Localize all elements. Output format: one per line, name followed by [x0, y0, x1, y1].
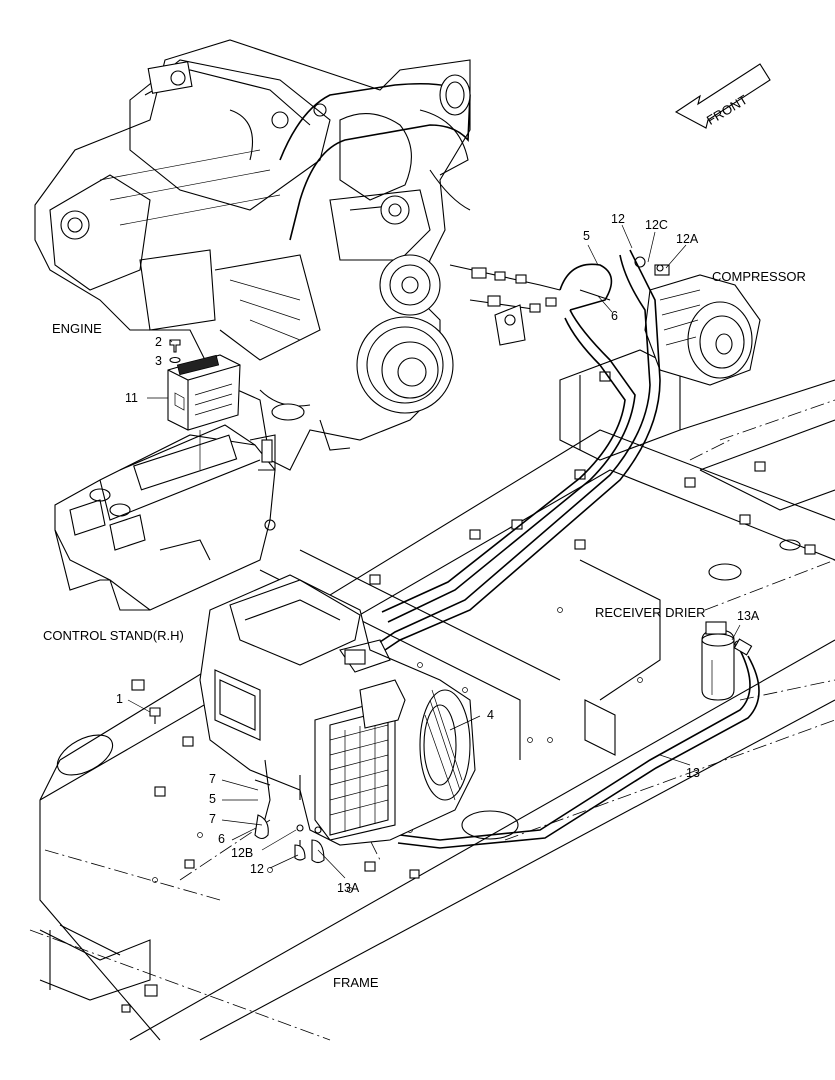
callout-13a-bottom: 13A [337, 881, 360, 895]
callout-11: 11 [125, 391, 138, 405]
callout-12-bottom: 12 [250, 862, 264, 876]
receiver-drier-label: RECEIVER DRIER [595, 605, 706, 620]
compressor-label: COMPRESSOR [712, 269, 806, 284]
frame-label: FRAME [333, 975, 379, 990]
callout-12b: 12B [231, 846, 253, 860]
receiver-drier-drawing [701, 621, 753, 701]
callout-4: 4 [487, 708, 494, 722]
callout-12c: 12C [645, 218, 668, 232]
callout-13: 13 [686, 766, 700, 780]
control-stand-drawing [54, 339, 276, 611]
leader-lines [127, 224, 741, 879]
callout-12-top: 12 [611, 212, 625, 226]
compressor-drawing [634, 256, 761, 386]
callout-5-top: 5 [583, 229, 590, 243]
callout-7-b: 7 [209, 812, 216, 826]
callout-5-bottom: 5 [209, 792, 216, 806]
callout-13a-right: 13A [737, 609, 760, 623]
callout-3: 3 [155, 354, 162, 368]
front-direction-arrow: FRONT [674, 63, 771, 129]
refrigerant-hoses [379, 249, 760, 849]
hose-fittings-upper [449, 263, 613, 346]
callout-12a: 12A [676, 232, 699, 246]
callout-6-top: 6 [611, 309, 618, 323]
callout-6-bottom: 6 [218, 832, 225, 846]
engine-label: ENGINE [52, 321, 102, 336]
callout-2: 2 [155, 335, 162, 349]
hvac-unit-drawing [149, 574, 476, 864]
engine-drawing [34, 39, 471, 471]
control-stand-label: CONTROL STAND(R.H) [43, 628, 184, 643]
callout-1: 1 [116, 692, 123, 706]
callout-7-a: 7 [209, 772, 216, 786]
